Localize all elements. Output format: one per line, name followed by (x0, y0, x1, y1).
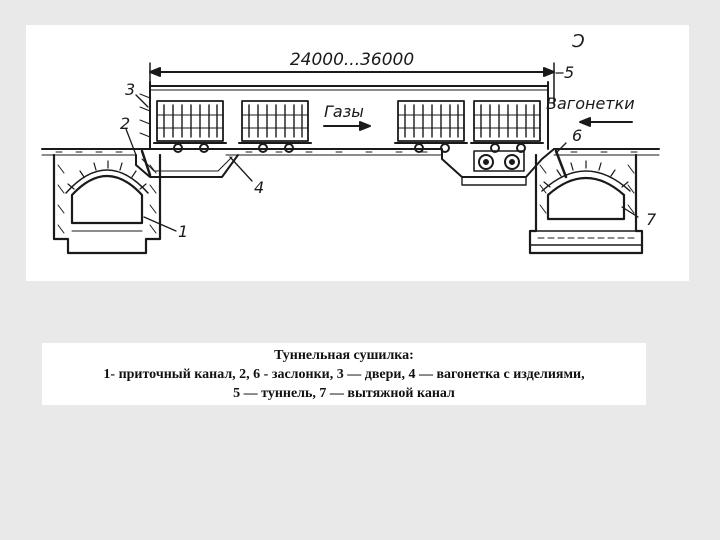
callout-5: 5 (564, 63, 574, 82)
diagram-panel: 24000...36000 Ɔ (26, 25, 689, 281)
cart-4 (470, 100, 544, 153)
supply-channel (52, 153, 162, 255)
cart-3 (394, 100, 468, 153)
floor-surface (41, 148, 660, 156)
dimension-line (149, 62, 555, 106)
tunnel-roof (139, 81, 549, 150)
callout-leaders (125, 72, 639, 232)
damper-2 (140, 149, 152, 177)
caption-line-1: 1- приточный канал, 2, 6 - заслонки, 3 —… (103, 367, 585, 382)
cart-2 (238, 100, 312, 153)
callout-2: 2 (120, 114, 130, 133)
callout-1: 1 (178, 222, 188, 241)
supply-channel-top (135, 154, 239, 178)
figure-mark: Ɔ (571, 31, 584, 52)
gas-label: Газы (324, 102, 364, 121)
figure-caption: Туннельная сушилка: 1- приточный канал, … (42, 343, 646, 405)
exhaust-channel (528, 153, 644, 255)
callout-7: 7 (646, 210, 657, 229)
tunnel-dryer-drawing: 24000...36000 Ɔ (41, 31, 660, 255)
caption-line-2: 5 — туннель, 7 — вытяжной канал (233, 386, 455, 401)
gas-arrow (323, 121, 371, 131)
callout-3: 3 (125, 80, 135, 99)
cart-1 (153, 100, 227, 153)
cart-direction-label: Вагонетки (546, 94, 635, 113)
caption-title: Туннельная сушилка: (274, 348, 414, 363)
damper-6 (554, 149, 568, 179)
dimension-label: 24000...36000 (290, 50, 414, 70)
callout-6: 6 (572, 126, 582, 145)
cart-direction-arrow (579, 117, 633, 127)
transfer-pit (441, 148, 555, 186)
callout-4: 4 (254, 178, 264, 197)
